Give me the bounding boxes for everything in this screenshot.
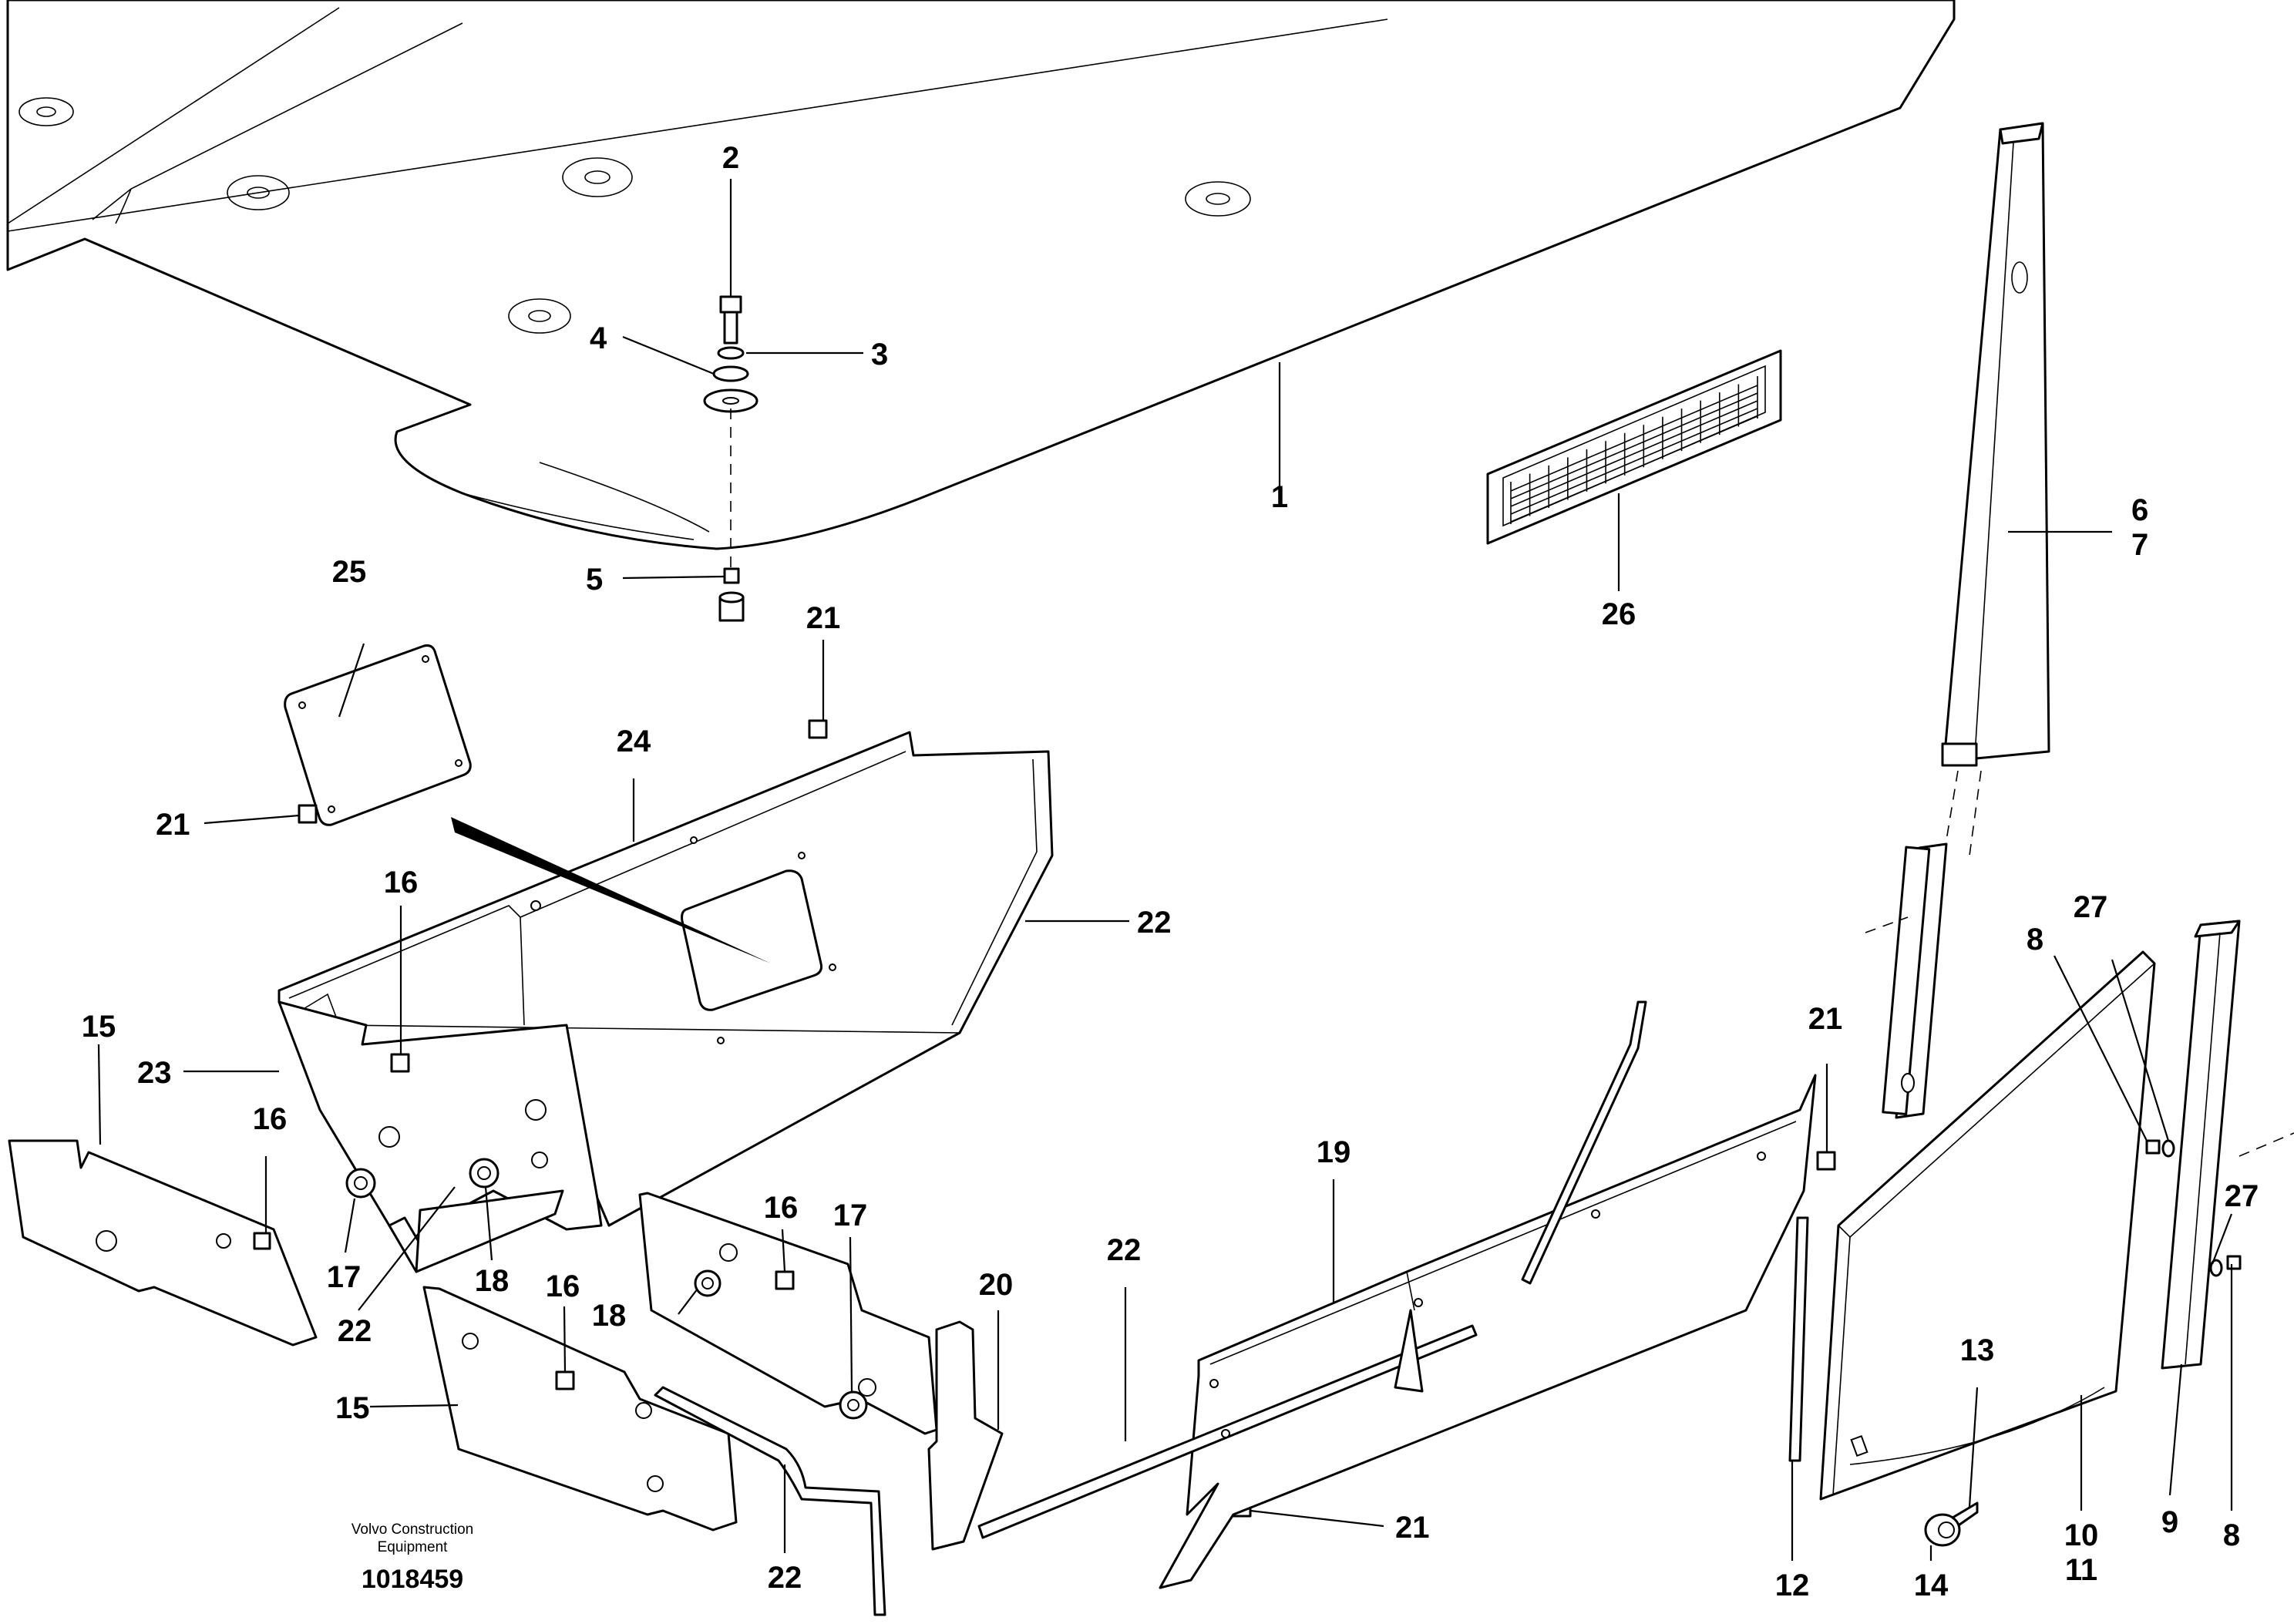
callout-8-lower: 8 — [2223, 1518, 2240, 1552]
vertical-post-lower — [1865, 842, 1948, 1119]
callout-1: 1 — [1271, 480, 1288, 514]
leader-lines — [97, 179, 2233, 1561]
callout-18-a: 18 — [475, 1264, 510, 1298]
callout-15-b: 15 — [335, 1391, 370, 1425]
callout-21-c: 21 — [1808, 1002, 1843, 1036]
left-plate-15 — [8, 1139, 318, 1347]
callout-14: 14 — [1914, 1569, 1949, 1602]
callout-labels: 2 3 4 5 1 26 6 7 8 27 27 8 9 10 11 12 13… — [82, 141, 2259, 1602]
right-side-post — [2161, 920, 2294, 1370]
side-door-panel — [1819, 950, 2156, 1501]
door-handle — [1924, 1501, 1979, 1547]
callout-9: 9 — [2161, 1505, 2178, 1539]
cover-plate — [284, 644, 472, 826]
callout-16-b: 16 — [253, 1102, 288, 1136]
callout-3: 3 — [871, 338, 888, 372]
callout-21-b: 21 — [806, 601, 841, 635]
vent-grille — [1486, 349, 1782, 545]
callout-21-d: 21 — [1395, 1511, 1430, 1545]
callout-2: 2 — [722, 141, 739, 175]
callout-16-a: 16 — [384, 866, 419, 899]
callout-22-d: 22 — [1107, 1233, 1142, 1267]
callout-22-c: 22 — [768, 1561, 802, 1595]
fastener-stack — [703, 295, 758, 622]
callout-11: 11 — [2065, 1553, 2097, 1587]
callout-26: 26 — [1602, 597, 1636, 631]
callout-22-a: 22 — [1137, 906, 1172, 940]
callout-19: 19 — [1317, 1135, 1351, 1169]
callout-27-upper: 27 — [2074, 890, 2108, 924]
footer: Volvo Construction Equipment 1018459 — [352, 1521, 473, 1594]
brand-line-1: Volvo Construction — [352, 1521, 473, 1538]
callout-12: 12 — [1775, 1569, 1810, 1602]
tray-front-plate — [278, 1000, 603, 1273]
callout-18-b: 18 — [592, 1299, 627, 1333]
callout-27-lower: 27 — [2225, 1179, 2259, 1213]
vertical-post-upper — [1941, 122, 2050, 864]
callout-25: 25 — [332, 555, 367, 589]
callout-22-b: 22 — [338, 1314, 372, 1348]
callout-13: 13 — [1960, 1333, 1995, 1367]
long-side-panel — [977, 1000, 1817, 1589]
roof-panel — [6, 0, 1956, 550]
callout-10: 10 — [2064, 1518, 2099, 1552]
callout-4: 4 — [590, 321, 607, 355]
brand-line-2: Equipment — [378, 1539, 449, 1555]
seal-strip — [1788, 1216, 1809, 1462]
callout-21-a: 21 — [156, 808, 190, 842]
callout-24: 24 — [617, 725, 651, 758]
callout-7: 7 — [2131, 528, 2148, 562]
lower-plate-15 — [422, 1286, 738, 1532]
bracket-strip-22 — [654, 1386, 886, 1616]
callout-20: 20 — [979, 1268, 1014, 1302]
fasteners-right — [2145, 1139, 2242, 1277]
callout-15-a: 15 — [82, 1010, 116, 1044]
callout-8-upper: 8 — [2027, 923, 2043, 957]
callout-16-c: 16 — [764, 1191, 799, 1225]
callout-16-d: 16 — [546, 1269, 580, 1303]
callout-6: 6 — [2131, 493, 2148, 527]
callout-17-a: 17 — [327, 1260, 362, 1294]
drawing-number: 1018459 — [362, 1565, 463, 1594]
callout-23: 23 — [137, 1056, 172, 1090]
callout-5: 5 — [586, 563, 603, 597]
callout-17-b: 17 — [833, 1199, 868, 1232]
bracket-20 — [927, 1320, 1004, 1551]
